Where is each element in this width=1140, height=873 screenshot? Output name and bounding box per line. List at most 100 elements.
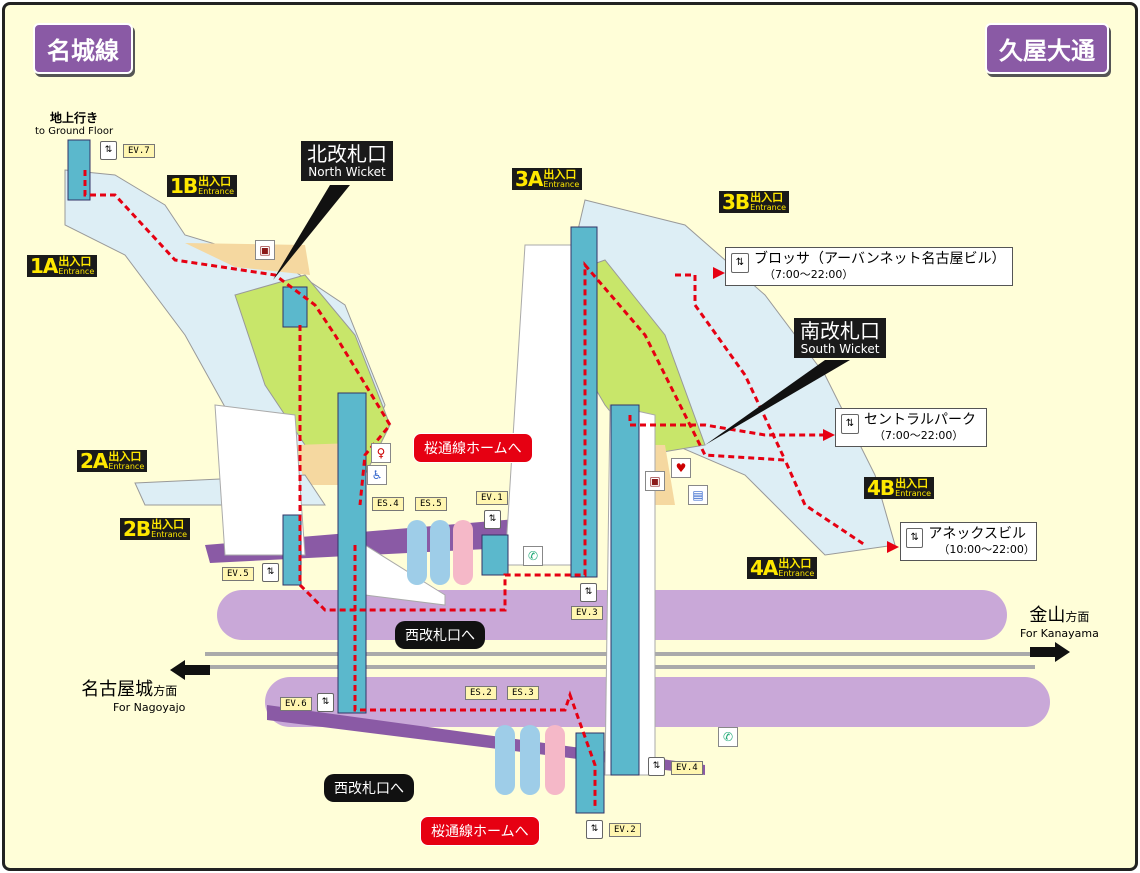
building-hours: （7:00～22:00） <box>874 429 964 442</box>
entrance-en: Entrance <box>151 530 188 539</box>
es5-label: ES.5 <box>415 497 447 511</box>
entrance-jp: 出入口 <box>198 175 232 188</box>
ev1-label: EV.1 <box>476 491 508 505</box>
entrance-en: Entrance <box>108 462 145 471</box>
entrance-en: Entrance <box>778 569 815 578</box>
phone-icon: ✆ <box>523 546 543 566</box>
entrance-jp: 出入口 <box>778 557 812 570</box>
nagoyajo-arrow-icon <box>170 660 210 680</box>
ev3-label: EV.3 <box>571 606 603 620</box>
elevator-icon: ⇅ <box>841 414 859 434</box>
entrance-jp: 出入口 <box>543 168 577 181</box>
entrance-num: 1B <box>170 174 198 198</box>
sakuradori-transfer-upper[interactable]: 桜通線ホームへ <box>413 433 533 463</box>
ground-en: to Ground Floor <box>35 126 114 137</box>
entrance-en: Entrance <box>543 180 580 189</box>
entrance-num: 4B <box>867 476 895 500</box>
building-central-park[interactable]: ⇅ セントラルパーク（7:00～22:00） <box>835 408 987 447</box>
elevator-icon: ⇅ <box>262 563 279 582</box>
entrance-num: 3A <box>515 167 543 191</box>
entrance-jp: 出入口 <box>58 255 92 268</box>
sakuradori-transfer-lower[interactable]: 桜通線ホームへ <box>420 816 540 846</box>
west-wicket-lower[interactable]: 西改札口へ <box>324 774 414 802</box>
entrance-num: 4A <box>750 556 778 580</box>
entrance-en: Entrance <box>750 203 787 212</box>
entrance-jp: 出入口 <box>151 518 185 531</box>
direction-nagoyajo: 名古屋城方面 For Nagoyajo <box>73 675 185 714</box>
wicket-pointers <box>273 185 850 445</box>
ticket-office-icon: ▣ <box>255 240 275 260</box>
map-drawing <box>64 139 1070 814</box>
building-name: ブロッサ（アーバンネット名古屋ビル） <box>754 251 1006 267</box>
es3-label: ES.3 <box>507 686 539 700</box>
building-name: アネックスビル <box>928 526 1027 542</box>
line-name-tab: 名城線 <box>33 23 133 74</box>
south-wicket-en: South Wicket <box>800 342 880 356</box>
station-name-tab: 久屋大通 <box>985 23 1109 74</box>
elevator-icon: ⇅ <box>100 141 117 160</box>
ev4-label: EV.4 <box>671 761 703 775</box>
building-annex[interactable]: ⇅アネックスビル（10:00～22:00） <box>900 522 1037 561</box>
ground-floor-label: 地上行き to Ground Floor <box>35 109 113 137</box>
ev5-label: EV.5 <box>222 567 254 581</box>
aed-icon: ♥ <box>671 458 691 478</box>
ev7-label: EV.7 <box>123 144 155 158</box>
north-wicket-jp: 北改札口 <box>307 142 387 166</box>
elevator-icon: ⇅ <box>484 510 501 529</box>
elevator-icon: ⇅ <box>580 583 597 602</box>
south-wicket-jp: 南改札口 <box>800 319 880 343</box>
direction-jp: 名古屋城 <box>81 679 154 700</box>
building-hours: （10:00～22:00） <box>938 543 1035 556</box>
north-wicket-en: North Wicket <box>308 165 386 179</box>
es2-label: ES.2 <box>465 686 497 700</box>
elevator-icon: ⇅ <box>317 693 334 712</box>
entrance-jp: 出入口 <box>108 450 142 463</box>
phone-icon: ✆ <box>718 727 738 747</box>
building-name: セントラルパーク <box>864 412 976 428</box>
elevator-icon: ⇅ <box>906 528 924 548</box>
entrance-jp: 出入口 <box>750 191 784 204</box>
es4-label: ES.4 <box>372 497 404 511</box>
direction-suffix: 方面 <box>153 684 178 698</box>
entrance-num: 1A <box>30 254 58 278</box>
entrance-en: Entrance <box>198 187 235 196</box>
ev2-label: EV.2 <box>609 823 641 837</box>
direction-suffix: 方面 <box>1065 610 1090 624</box>
south-wicket-label: 南改札口 South Wicket <box>794 318 886 358</box>
restroom-icon: ♀ <box>371 443 391 463</box>
ticket-office-icon: ▣ <box>645 471 665 491</box>
building-blossa[interactable]: ⇅ ブロッサ（アーバンネット名古屋ビル）（7:00～22:00） <box>725 247 1013 286</box>
kanayama-arrow-icon <box>1030 642 1070 662</box>
entrance-num: 3B <box>722 190 750 214</box>
direction-en: For Nagoyajo <box>113 701 186 714</box>
ground-jp: 地上行き <box>50 111 99 125</box>
elevator-icon: ⇅ <box>586 820 603 839</box>
elevator-icon: ⇅ <box>648 757 665 776</box>
ev6-label: EV.6 <box>280 697 312 711</box>
direction-jp: 金山 <box>1029 605 1066 626</box>
west-wicket-upper[interactable]: 西改札口へ <box>395 621 485 649</box>
direction-kanayama: 金山方面 For Kanayama <box>1020 601 1099 640</box>
direction-en: For Kanayama <box>1020 627 1099 640</box>
entrance-num: 2B <box>123 517 151 541</box>
accessible-routes <box>83 170 866 810</box>
elevator-icon: ⇅ <box>731 253 749 273</box>
entrance-num: 2A <box>80 449 108 473</box>
information-icon: ▤ <box>688 485 708 505</box>
building-hours: （7:00～22:00） <box>764 268 854 281</box>
entrance-en: Entrance <box>895 489 932 498</box>
escalators <box>407 520 565 795</box>
accessible-restroom-icon: ♿ <box>367 465 387 485</box>
entrance-jp: 出入口 <box>895 477 929 490</box>
route-arrows <box>713 267 899 553</box>
entrance-en: Entrance <box>58 267 95 276</box>
